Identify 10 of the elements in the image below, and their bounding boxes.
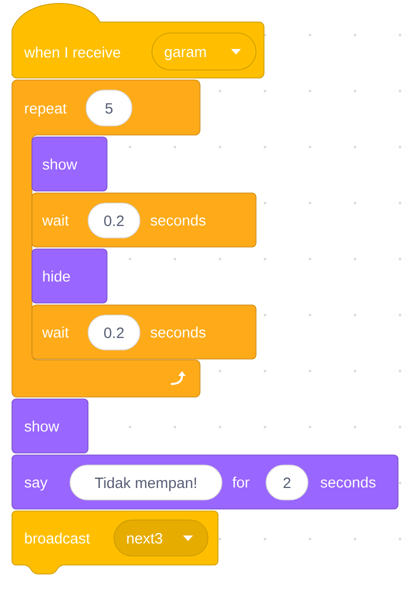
- number-input: Tidak mempan!: [70, 464, 222, 500]
- looks-block: hide: [32, 248, 108, 304]
- number-input: 5: [86, 90, 132, 126]
- number-input: 0.2: [88, 202, 140, 238]
- looks-block: show: [32, 136, 108, 192]
- looks-block: show: [12, 398, 88, 454]
- number-input: 0.2: [88, 314, 140, 350]
- number-input: 2: [266, 464, 308, 500]
- dropdown-menu: next3: [114, 520, 208, 556]
- dropdown-menu: garam: [152, 32, 256, 70]
